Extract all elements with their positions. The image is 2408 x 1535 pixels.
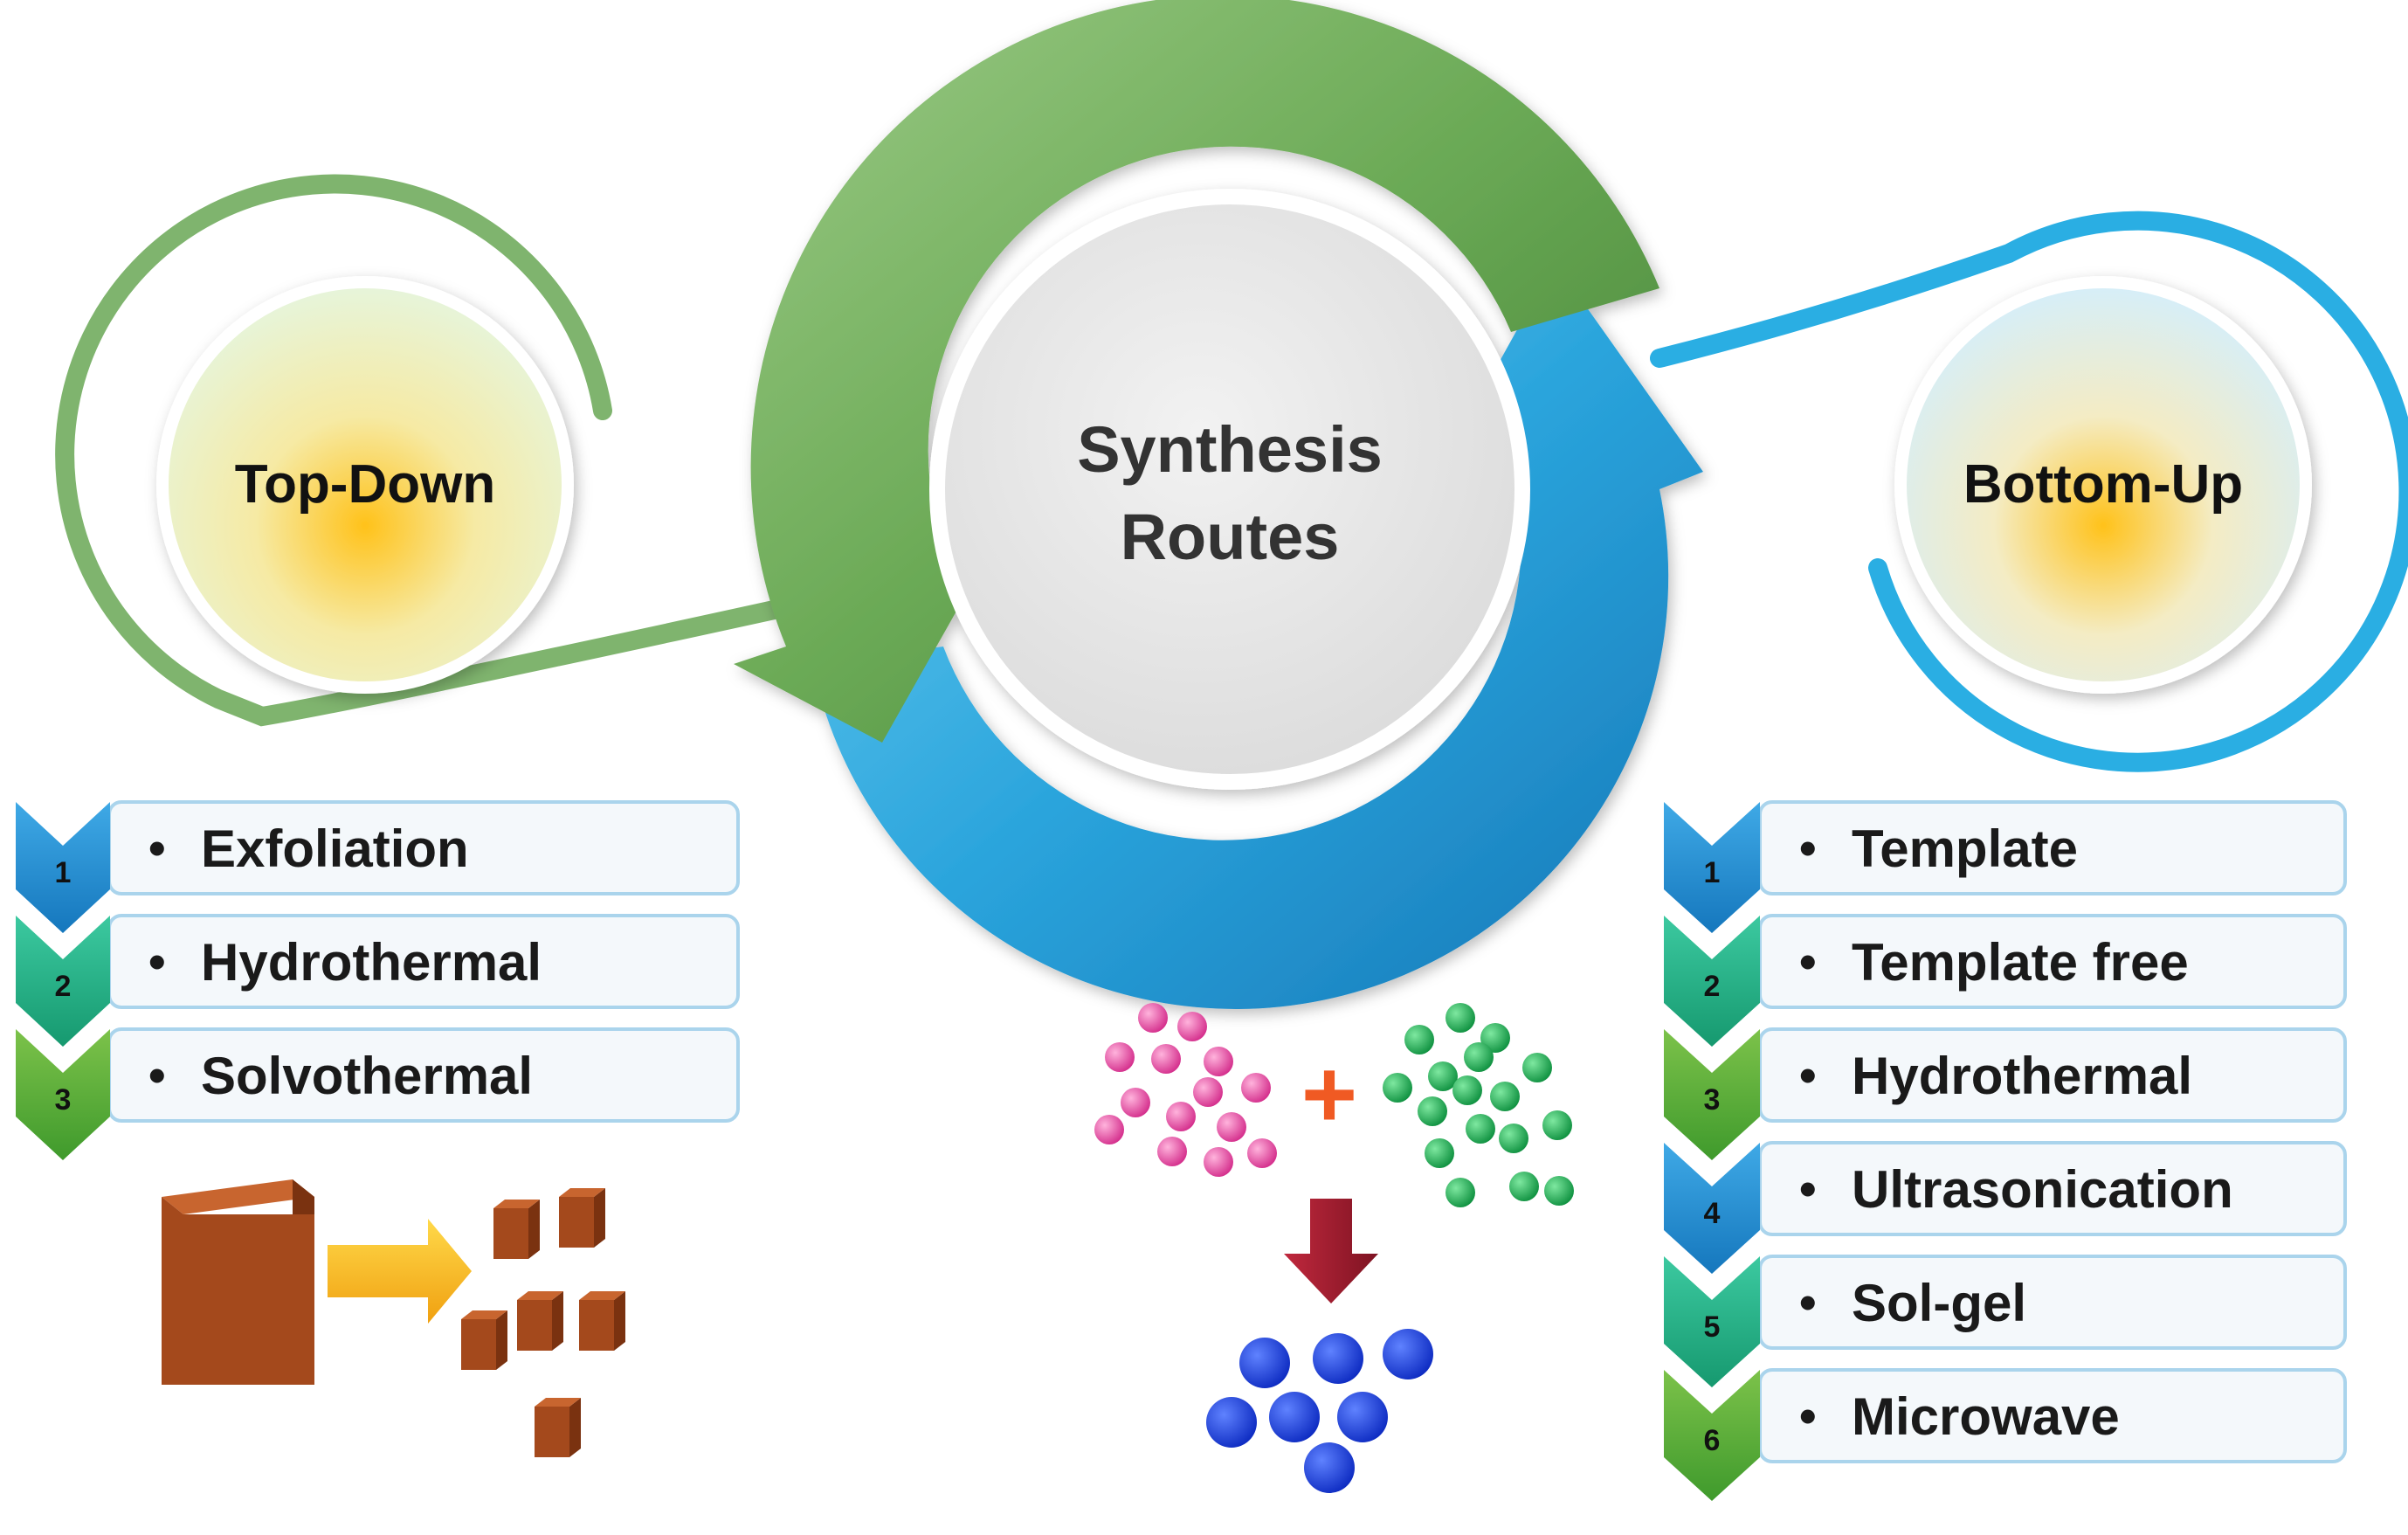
list-item-text: Ultrasonication: [1852, 1160, 2233, 1219]
chevron-number: 6: [1704, 1424, 1721, 1457]
chevron-number: 3: [55, 1083, 72, 1117]
green-cycle-arrow: [734, 0, 1659, 743]
chevron-number: 1: [1704, 856, 1721, 889]
center-disc: [929, 189, 1530, 790]
chevron-number: 2: [55, 970, 72, 1003]
list-item-text: Sol-gel: [1852, 1274, 2026, 1332]
bullet: •: [1799, 1161, 1817, 1216]
list-item-text: Solvothermal: [201, 1047, 533, 1105]
chevron-5: [1664, 1256, 1760, 1387]
list-item-text: Hydrothermal: [1852, 1047, 2192, 1105]
bottom-up-bubble: [1894, 276, 2312, 694]
pink-particles: [1094, 1003, 1277, 1177]
bottom-up-list: 1 • Template 2 • Template free 3 • Hydro…: [1664, 800, 2347, 1501]
top-down-connector: [55, 174, 796, 727]
bullet: •: [148, 934, 166, 989]
bottom-up-label: Bottom-Up: [1963, 454, 2243, 515]
down-arrow-icon: [1284, 1199, 1378, 1303]
bullet: •: [1799, 934, 1817, 989]
chevron-6: [1664, 1370, 1760, 1501]
large-cube-icon: [162, 1179, 314, 1385]
bullet: •: [1799, 1275, 1817, 1330]
top-down-bubble: [156, 276, 574, 694]
list-item: 3 • Solvothermal: [16, 1027, 740, 1160]
list-item-text: Template: [1852, 819, 2078, 878]
list-item: 2 • Template free: [1664, 914, 2347, 1047]
bullet: •: [1799, 1048, 1817, 1103]
bottom-up-connector: [1650, 211, 2408, 772]
top-down-cube-illustration: [162, 1179, 625, 1457]
bullet: •: [1799, 1388, 1817, 1443]
chevron-1: [16, 802, 110, 933]
bullet: •: [1799, 820, 1817, 875]
top-down-list: 1 • Exfoliation 2 • Hydrothermal 3 • Sol…: [16, 800, 740, 1160]
bottom-up-particle-illustration: +: [1094, 1003, 1574, 1493]
chevron-2: [16, 916, 110, 1047]
chevron-number: 3: [1704, 1083, 1721, 1117]
center-title-line2: Routes: [1121, 501, 1340, 573]
chevron-number: 2: [1704, 970, 1721, 1003]
list-item: 1 • Exfoliation: [16, 800, 740, 933]
list-item: 1 • Template: [1664, 800, 2347, 933]
chevron-number: 5: [1704, 1310, 1721, 1344]
chevron-2: [1664, 916, 1760, 1047]
chevron-number: 4: [1704, 1197, 1721, 1230]
central-cycle: [734, 0, 1703, 1009]
list-item-text: Microwave: [1852, 1387, 2120, 1446]
chevron-number: 1: [55, 856, 72, 889]
blue-cycle-arrow: [812, 262, 1703, 1009]
plus-sign: +: [1301, 1041, 1357, 1148]
chevron-1: [1664, 802, 1760, 933]
list-item-text: Exfoliation: [201, 819, 469, 878]
list-item-text: Template free: [1852, 933, 2189, 992]
chevron-3: [16, 1029, 110, 1160]
chevron-4: [1664, 1143, 1760, 1274]
list-item: 3 • Hydrothermal: [1664, 1027, 2347, 1160]
blue-nanoparticles: [1206, 1329, 1433, 1493]
chevron-3: [1664, 1029, 1760, 1160]
list-item: 2 • Hydrothermal: [16, 914, 740, 1047]
bullet: •: [148, 820, 166, 875]
list-item: 5 • Sol-gel: [1664, 1255, 2347, 1387]
list-item: 6 • Microwave: [1664, 1368, 2347, 1501]
list-item-text: Hydrothermal: [201, 933, 542, 992]
list-item: 4 • Ultrasonication: [1664, 1141, 2347, 1274]
small-cubes-icon: [461, 1188, 625, 1457]
bullet: •: [148, 1048, 166, 1103]
top-down-label: Top-Down: [235, 454, 495, 515]
green-particles: [1383, 1003, 1574, 1207]
center-title-line1: Synthesis: [1077, 413, 1383, 486]
yellow-arrow-icon: [328, 1219, 472, 1324]
